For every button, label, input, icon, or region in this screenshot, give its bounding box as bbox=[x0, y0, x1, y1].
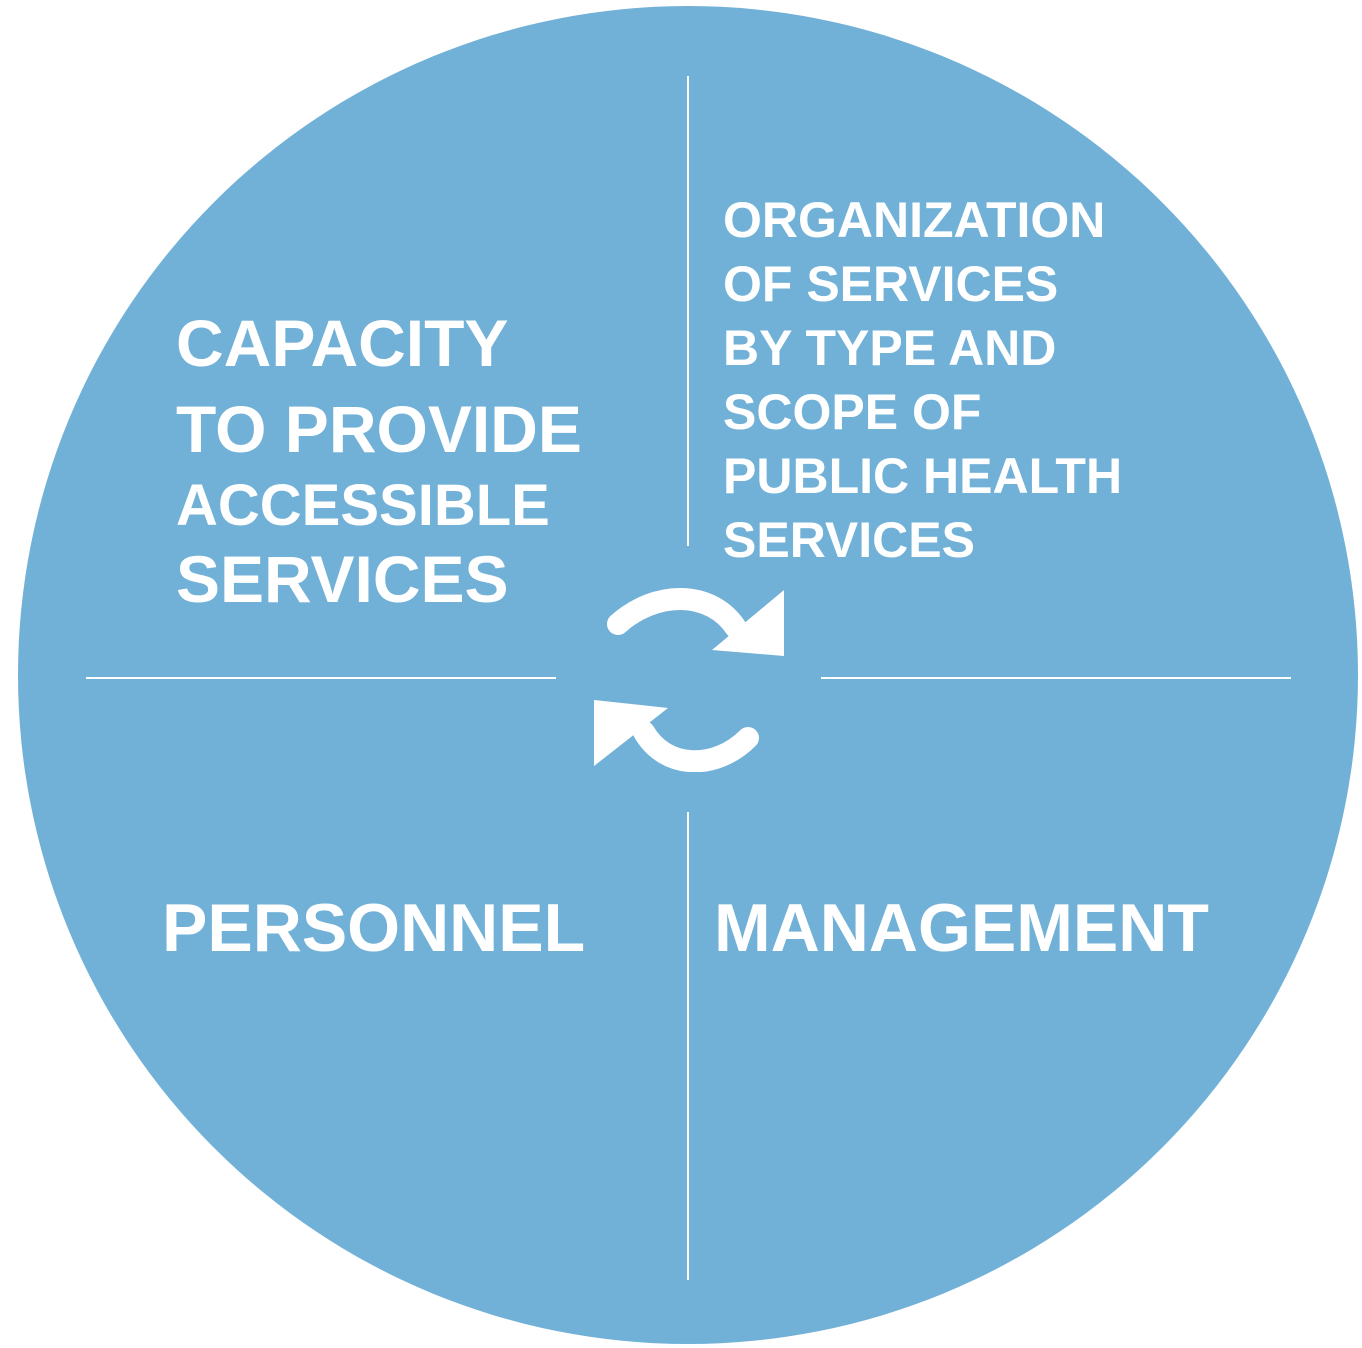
organization-line-4: SCOPE OF bbox=[723, 384, 982, 440]
horizontal-divider-right bbox=[821, 677, 1291, 679]
quadrant-management-label: MANAGEMENT bbox=[714, 890, 1209, 966]
capacity-line-1: CAPACITY bbox=[176, 306, 509, 380]
quadrant-personnel-label: PERSONNEL bbox=[162, 890, 586, 966]
organization-line-3: BY TYPE AND bbox=[723, 320, 1057, 376]
organization-line-2: OF SERVICES bbox=[723, 256, 1059, 312]
organization-line-6: SERVICES bbox=[723, 512, 975, 568]
refresh-cycle-arrows-icon bbox=[594, 588, 784, 772]
quadrant-capacity-label: CAPACITY TO PROVIDE ACCESSIBLE SERVICES bbox=[176, 300, 582, 622]
organization-line-1: ORGANIZATION bbox=[723, 192, 1106, 248]
capacity-line-4: SERVICES bbox=[176, 542, 509, 616]
capacity-line-3: ACCESSIBLE bbox=[176, 473, 550, 538]
horizontal-divider-left bbox=[86, 677, 556, 679]
capacity-line-2: TO PROVIDE bbox=[176, 392, 582, 466]
vertical-divider-bottom bbox=[687, 812, 689, 1280]
vertical-divider-top bbox=[687, 76, 689, 546]
quadrant-organization-label: ORGANIZATION OF SERVICES BY TYPE AND SCO… bbox=[723, 188, 1122, 572]
organization-line-5: PUBLIC HEALTH bbox=[723, 448, 1123, 504]
